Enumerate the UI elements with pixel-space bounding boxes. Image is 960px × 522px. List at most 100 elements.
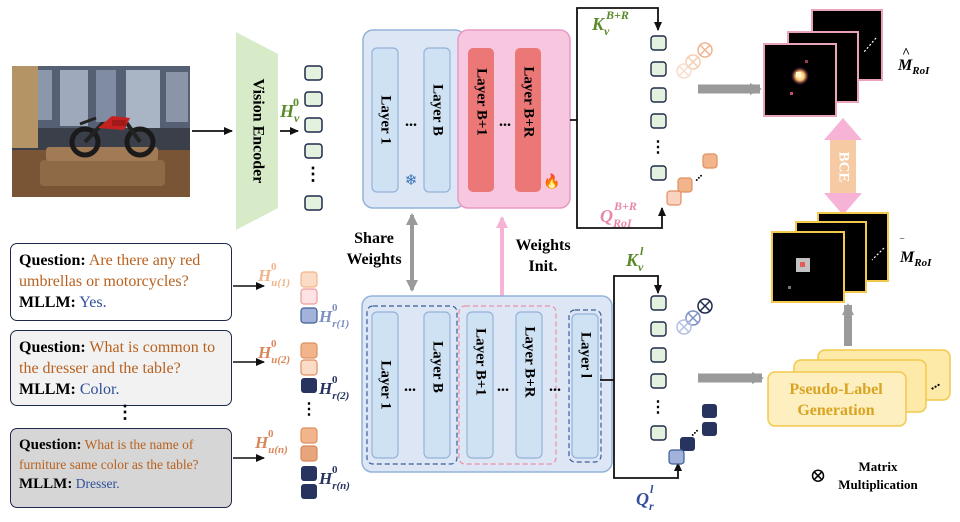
top-key-tokens (650, 35, 667, 181)
top-layer-1-block (371, 47, 399, 193)
svg-text:^: ^ (902, 46, 910, 61)
bottom-layer-b-block (423, 311, 451, 459)
svg-text:l: l (640, 244, 644, 258)
qa1-answer-key: MLLM: (19, 294, 76, 311)
svg-text:0: 0 (271, 261, 277, 273)
hu2-label: Hu(2) 0 (257, 338, 290, 366)
hrn-label: Hr(n) 0 (318, 464, 350, 492)
svg-text:l: l (650, 482, 654, 496)
bottom-layer-br-block (515, 311, 543, 459)
qa3-question-key: Question: (19, 437, 82, 453)
qa1-question: Are there any red umbrellas or motorcycl… (19, 252, 201, 290)
bottom-layer-1-label: Layer 1 (378, 360, 394, 409)
pseudo-heatmap-stack (771, 212, 889, 303)
bottom-query-branch (600, 379, 682, 479)
top-key-branch (576, 7, 662, 120)
top-layer-b1-label: Layer B+1 (474, 68, 490, 136)
qroi-label: QRoI B+R (600, 199, 637, 230)
qa-box-1: Question: Are there any red umbrellas or… (10, 243, 232, 321)
qa2-question-key: Question: (19, 339, 86, 356)
top-matmul (676, 42, 713, 79)
fire-icon: 🔥 (543, 173, 560, 190)
pseudo-card-front (767, 371, 907, 427)
mhat-label: MRoI ^ (897, 46, 930, 77)
init-layers-outline (458, 305, 557, 465)
svg-text:Hr(1): Hr(1) (318, 307, 349, 330)
qa-box-3: Question: What is the name of furniture … (10, 428, 232, 508)
svg-text:MRoI: MRoI (897, 57, 930, 77)
text-tokens-1 (300, 271, 318, 324)
kvbr-label: Kv B+R (591, 8, 629, 38)
svg-text:QRoI: QRoI (600, 206, 633, 230)
bce-label: BCE (836, 152, 852, 183)
svg-text:‾: ‾ (899, 237, 905, 251)
bce-arrow-up (824, 118, 862, 140)
bottom-layer-br-label: Layer B+R (522, 326, 538, 397)
hv0-label: Hv 0 (279, 95, 300, 125)
bottom-layer-1-block (371, 311, 399, 459)
top-layer-b-label: Layer B (430, 84, 446, 136)
bottom-matmul (676, 298, 713, 335)
svg-text:0: 0 (268, 428, 274, 440)
svg-text:Kv: Kv (591, 14, 610, 38)
snowflake-icon: ❄ (405, 173, 418, 189)
bottom-shared-ellipsis: ... (404, 378, 416, 395)
svg-text:Qr: Qr (636, 489, 654, 513)
top-trainable-ellipsis: ... (499, 113, 511, 130)
qrl-label: Qr l (636, 482, 654, 513)
weights-init-line2: Init. (529, 258, 558, 275)
bottom-tail-ellipsis: ... (549, 378, 561, 395)
top-layer-br-label: Layer B+R (521, 66, 537, 137)
bottom-key-tokens (650, 295, 667, 441)
svg-text:Hu(2): Hu(2) (257, 343, 290, 366)
bottom-layer-l-label: Layer l (578, 332, 594, 378)
top-layer-b-block (423, 47, 451, 193)
bottom-layer-b1-label: Layer B+1 (473, 328, 489, 396)
svg-text:0: 0 (332, 374, 338, 386)
legend-matrix-line2: Multiplication (838, 477, 918, 492)
qa-box-2: Question: What is common to the dresser … (10, 330, 232, 406)
qa3-question: What is the name of furniture same color… (19, 437, 199, 472)
top-layer-br-block (515, 48, 541, 192)
bottom-layer-l-block (571, 313, 599, 459)
visual-token-vdots: ⋮ (304, 164, 322, 184)
top-layer-b1-block (468, 48, 494, 192)
visual-token-column (304, 65, 323, 211)
qa1-question-key: Question: (19, 252, 86, 269)
top-layer-ellipsis: ... (405, 113, 417, 130)
weights-init-line1: Weights (515, 237, 570, 254)
bottom-layer-b-label: Layer B (430, 341, 446, 393)
bottom-layer-b1-block (466, 311, 494, 459)
pseudo-label-line2: Generation (797, 402, 874, 419)
legend-matrix-line1: Matrix (859, 459, 898, 474)
qa2-answer-key: MLLM: (19, 381, 76, 398)
svg-text:Kv: Kv (625, 250, 644, 274)
qa2-answer: Color. (79, 381, 120, 398)
pseudo-label-line1: Pseudo-Label (789, 381, 883, 398)
text-tokens-2 (300, 342, 318, 393)
svg-text:Hr(2): Hr(2) (318, 379, 349, 402)
text-tokens-n (300, 427, 318, 499)
share-weights-line2: Weights (346, 251, 401, 268)
hu1-label: Hu(1) 0 (257, 261, 290, 289)
svg-text:B+R: B+R (613, 199, 637, 213)
hr2-label: Hr(2) 0 (318, 374, 349, 402)
top-layer-1-label: Layer 1 (378, 95, 394, 144)
svg-text:Hv: Hv (279, 101, 300, 125)
svg-text:0: 0 (332, 302, 338, 314)
qa3-answer-key: MLLM: (19, 476, 73, 492)
top-query-branch (570, 119, 666, 229)
predicted-heatmap-stack (763, 9, 883, 117)
svg-text:0: 0 (332, 464, 338, 476)
top-query-tokens (666, 153, 718, 206)
bottom-query-ellipsis: ... (684, 422, 700, 438)
scene-photo (12, 66, 190, 197)
hr1-label: Hr(1) 0 (318, 302, 349, 330)
svg-text:B+R: B+R (605, 8, 629, 22)
top-key-vdots: ⋮ (650, 139, 666, 156)
shared-layers-outline (366, 305, 458, 465)
qa1-answer: Yes. (79, 294, 107, 311)
bottom-init-ellipsis: ... (497, 378, 509, 395)
